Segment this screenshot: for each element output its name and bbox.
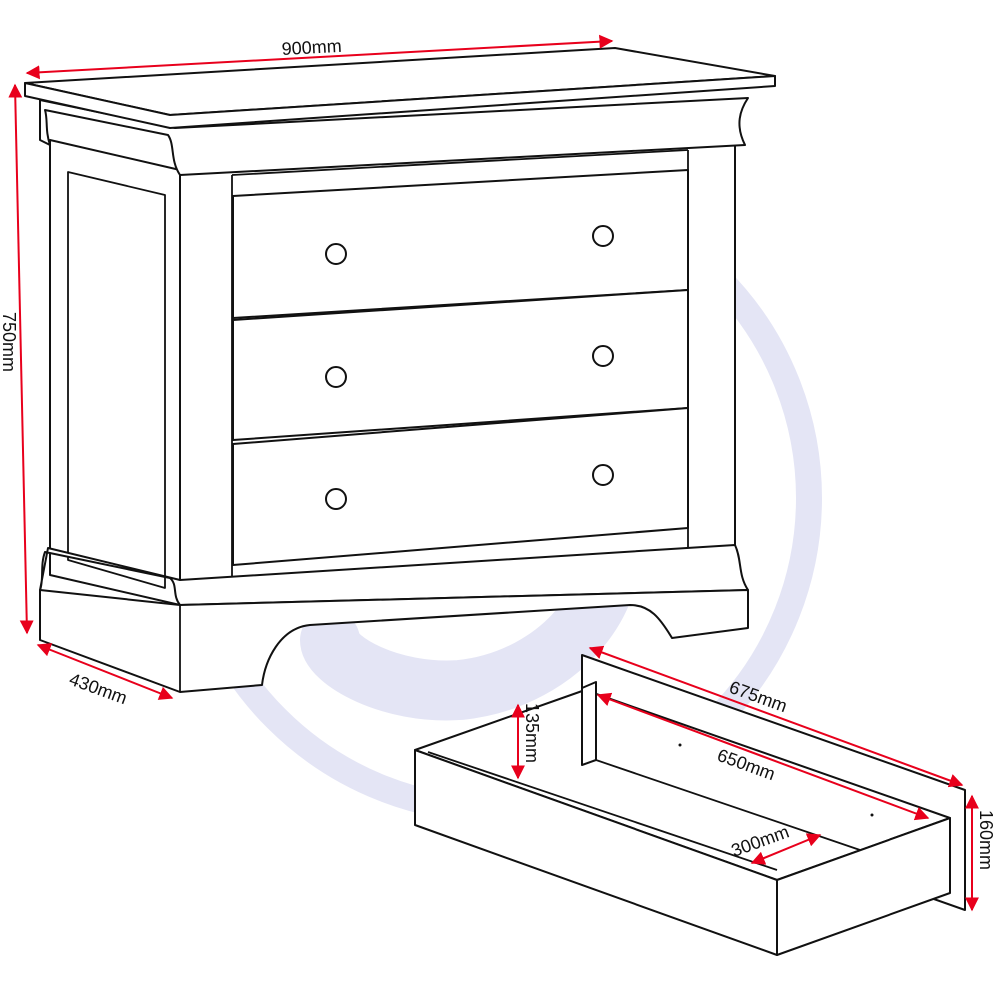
knob <box>592 464 614 486</box>
dim-line-width <box>25 34 614 80</box>
drawer-outer-height-label: 160mm <box>976 810 996 870</box>
dim-line-height <box>8 83 34 635</box>
drawer-inner-height-label: 135mm <box>522 703 542 763</box>
knob <box>325 243 347 265</box>
drawer-knobs <box>325 225 614 510</box>
chest-side <box>49 139 181 606</box>
plinth-base <box>39 589 749 693</box>
drawer-side-back <box>581 681 597 766</box>
drawer-front <box>776 817 951 956</box>
knob <box>592 225 614 247</box>
chest-of-drawers <box>24 47 776 693</box>
width-label: 900mm <box>281 36 342 59</box>
height-label: 750mm <box>0 312 19 372</box>
knob <box>325 488 347 510</box>
plinth <box>39 544 749 606</box>
dim-line-depth <box>36 643 174 700</box>
knob <box>592 345 614 367</box>
dimension-lines <box>8 34 979 912</box>
depth-label: 430mm <box>67 669 130 708</box>
drawer-3 <box>232 407 689 566</box>
side-inset-panel <box>67 171 166 589</box>
knob <box>325 366 347 388</box>
dim-line-drawer-inner-length <box>596 692 930 821</box>
dim-line-drawer-inner-width <box>750 833 822 865</box>
cornice <box>39 97 749 176</box>
